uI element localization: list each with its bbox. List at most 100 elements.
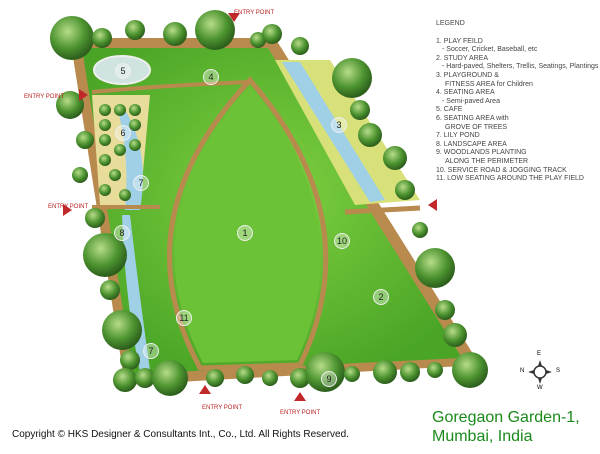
tree-icon bbox=[56, 91, 84, 119]
tree-icon bbox=[129, 139, 141, 151]
tree-icon bbox=[119, 189, 131, 201]
tree-icon bbox=[99, 104, 111, 116]
tree-icon bbox=[452, 352, 488, 388]
entry-point-left-1: ENTRY POINT bbox=[24, 94, 65, 100]
legend-item-detail: GROVE OF TREES bbox=[445, 123, 508, 131]
entry-arrow-icon bbox=[79, 89, 88, 101]
tree-icon bbox=[443, 323, 467, 347]
legend-item: 1. PLAY FEILD bbox=[436, 37, 483, 45]
legend-item-detail: FITNESS AREA for Children bbox=[445, 80, 533, 88]
pond-west bbox=[122, 215, 150, 372]
entry-point-left-2: ENTRY POINT bbox=[48, 204, 89, 210]
perimeter-trees bbox=[50, 10, 488, 396]
legend-item: 10. SERVICE ROAD & JOGGING TRACK bbox=[436, 166, 567, 174]
tree-icon bbox=[236, 366, 254, 384]
entry-arrow-icon bbox=[428, 199, 437, 211]
area-number-11: 11 bbox=[176, 310, 192, 326]
area-number-2: 2 bbox=[373, 289, 389, 305]
compass-west: W bbox=[537, 385, 543, 391]
tree-icon bbox=[427, 362, 443, 378]
tree-icon bbox=[262, 24, 282, 44]
tree-icon bbox=[100, 280, 120, 300]
tree-icon bbox=[344, 366, 360, 382]
area-number-6: 6 bbox=[115, 125, 131, 141]
tree-icon bbox=[129, 119, 141, 131]
divider-path bbox=[91, 80, 251, 94]
legend-item: 6. SEATING AREA with bbox=[436, 114, 509, 122]
legend-item-detail: ALONG THE PERIMETER bbox=[445, 157, 529, 165]
service-road bbox=[344, 205, 421, 215]
legend-item-detail: - Soccer, Cricket, Baseball, etc bbox=[442, 46, 538, 54]
tree-icon bbox=[250, 32, 266, 48]
area-number-4: 4 bbox=[203, 69, 219, 85]
entry-point-bottom-2: ENTRY POINT bbox=[280, 410, 321, 416]
tree-icon bbox=[373, 360, 397, 384]
tree-icon bbox=[99, 119, 111, 131]
legend: LEGEND 1. PLAY FEILD- Soccer, Cricket, B… bbox=[436, 20, 598, 184]
tree-icon bbox=[195, 10, 235, 50]
legend-item: 5. CAFE bbox=[436, 106, 463, 114]
entry-arrow-icon bbox=[228, 13, 240, 22]
tree-icon bbox=[395, 180, 415, 200]
area-number-1: 1 bbox=[237, 225, 253, 241]
legend-item-detail: - Semi-paved Area bbox=[442, 97, 500, 105]
legend-item: 7. LILY POND bbox=[436, 132, 480, 140]
title-line-1: Goregaon Garden-1, bbox=[432, 409, 580, 426]
legend-item: 2. STUDY AREA bbox=[436, 54, 489, 62]
tree-icon bbox=[412, 222, 428, 238]
tree-icon bbox=[92, 28, 112, 48]
tree-icon bbox=[350, 100, 370, 120]
legend-title: LEGEND bbox=[436, 20, 465, 27]
tree-icon bbox=[102, 310, 142, 350]
legend-item: 11. LOW SEATING AROUND THE PLAY FIELD bbox=[436, 175, 584, 183]
tree-icon bbox=[99, 134, 111, 146]
legend-item-detail: - Hard-paved, Shelters, Trellis, Seating… bbox=[442, 63, 599, 71]
tree-icon bbox=[109, 169, 121, 181]
tree-icon bbox=[163, 22, 187, 46]
tree-icon bbox=[76, 131, 94, 149]
legend-item: 9. WOODLANDS PLANTING bbox=[436, 149, 527, 157]
entry-arrow-icon bbox=[199, 385, 211, 394]
tree-icon bbox=[114, 104, 126, 116]
compass-south: S bbox=[556, 368, 561, 374]
entry-point-top: ENTRY POINT bbox=[234, 10, 275, 16]
entry-arrow-icon bbox=[294, 392, 306, 401]
tree-icon bbox=[435, 300, 455, 320]
tree-icon bbox=[113, 368, 137, 392]
area-number-9: 9 bbox=[321, 371, 337, 387]
tree-icon bbox=[50, 16, 94, 60]
tree-icon bbox=[120, 350, 140, 370]
area-number-7: 7 bbox=[133, 175, 149, 191]
play-field bbox=[174, 85, 321, 363]
tree-icon bbox=[291, 37, 309, 55]
legend-item: 4. SEATING AREA bbox=[436, 89, 495, 97]
compass-icon bbox=[528, 360, 552, 384]
tree-icon bbox=[72, 167, 88, 183]
copyright: Copyright © HKS Designer & Consultants I… bbox=[12, 429, 349, 440]
tree-icon bbox=[332, 58, 372, 98]
tree-icon bbox=[290, 368, 310, 388]
tree-icon bbox=[85, 208, 105, 228]
compass-east: E bbox=[537, 351, 542, 357]
tree-icon bbox=[99, 184, 111, 196]
area-number-10: 10 bbox=[334, 233, 350, 249]
tree-icon bbox=[262, 370, 278, 386]
title-line-2: Mumbai, India bbox=[432, 428, 533, 445]
entry-arrow-icon bbox=[63, 204, 72, 216]
jogging-track bbox=[167, 76, 329, 371]
area-number-8: 8 bbox=[114, 225, 130, 241]
tree-icon bbox=[135, 368, 155, 388]
tree-icon bbox=[125, 20, 145, 40]
compass-north: N bbox=[520, 368, 525, 374]
entry-arrows bbox=[63, 13, 437, 401]
area-number-5: 5 bbox=[115, 63, 131, 79]
tree-icon bbox=[83, 233, 127, 277]
tree-icon bbox=[206, 369, 224, 387]
legend-item: 3. PLAYGROUND & bbox=[436, 71, 499, 79]
area-number-3: 3 bbox=[331, 117, 347, 133]
area-number-7: 7 bbox=[143, 343, 159, 359]
tree-icon bbox=[358, 123, 382, 147]
tree-icon bbox=[152, 360, 188, 396]
lily-pond-east bbox=[282, 62, 385, 202]
